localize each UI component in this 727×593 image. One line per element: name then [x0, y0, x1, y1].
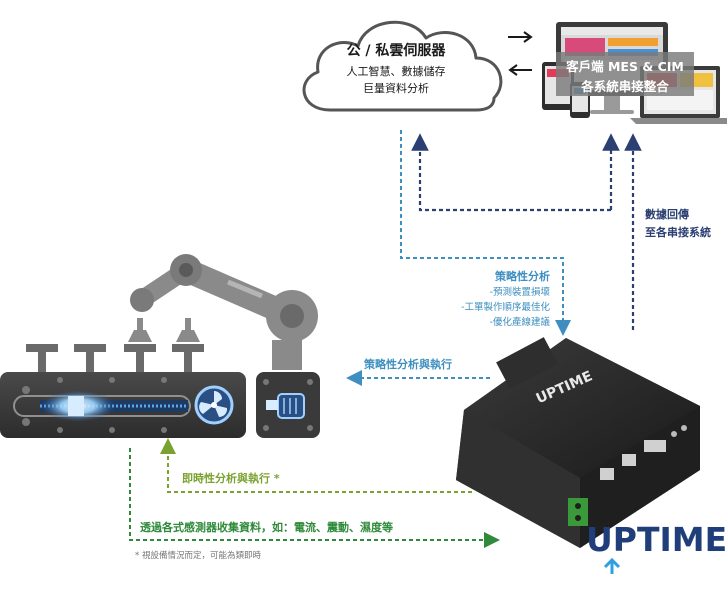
press-tools — [26, 318, 204, 372]
robot-arm-icon — [130, 254, 318, 370]
feedback-arrows — [411, 133, 642, 330]
conveyor-belt — [0, 372, 246, 438]
strategy-exec-label: 策略性分析與執行 — [364, 358, 452, 371]
footnote: * 視設備情況而定，可能為類即時 — [135, 551, 261, 561]
uptime-logo: UPTIME — [586, 520, 727, 559]
feedback-line-2: 至各串接系統 — [645, 226, 711, 239]
motor-icon — [256, 372, 320, 438]
strategy-arrows — [346, 130, 571, 386]
client-line-1: 客戶端 MES & CIM — [566, 59, 684, 74]
cloud-title: 公 / 私雲伺服器 — [346, 43, 446, 59]
strategy-item: -預測裝置損壞 — [489, 287, 550, 298]
sync-arrows — [508, 31, 533, 76]
strategy-item: -工單製作順序最佳化 — [461, 302, 550, 313]
client-line-2: 各系統串接整合 — [581, 79, 669, 94]
cloud-line-1: 人工智慧、數據儲存 — [346, 65, 446, 78]
strategy-title: 策略性分析 — [495, 270, 550, 283]
client-devices-icon — [542, 22, 727, 124]
feedback-line-1: 數據回傳 — [645, 208, 689, 221]
collect-arrow — [129, 448, 500, 548]
uptime-device-icon — [456, 337, 700, 548]
cloud-line-2: 巨量資料分析 — [363, 82, 429, 95]
uptime-logo-mark — [603, 557, 621, 574]
sensor-collect-label: 透過各式感測器收集資料，如：電流、震動、濕度等 — [140, 521, 393, 534]
strategy-item: -優化產線建議 — [489, 317, 550, 328]
realtime-exec-label: 即時性分析與執行 * — [182, 472, 280, 485]
realtime-arrow — [160, 438, 472, 493]
fan-icon — [194, 385, 234, 425]
cloud-icon — [302, 20, 503, 112]
